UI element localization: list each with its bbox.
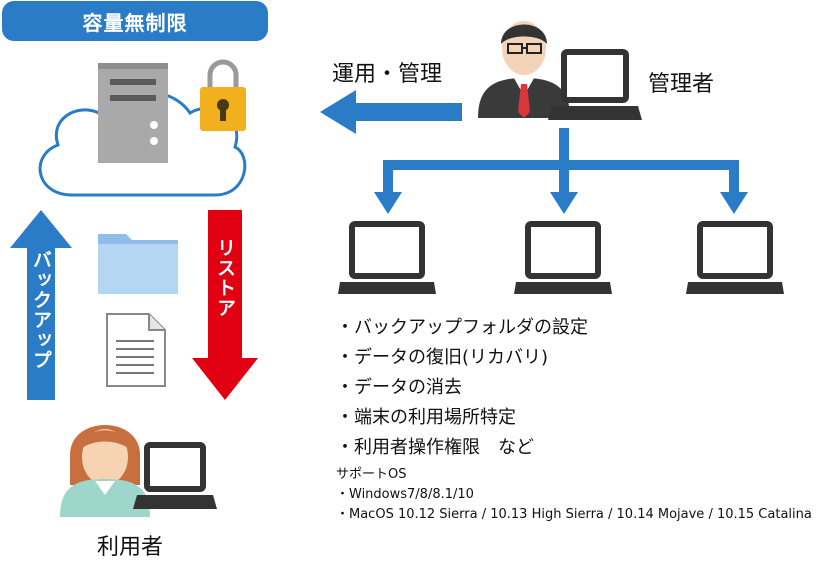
admin-laptop-icon [548, 49, 642, 120]
feature-item: ・端末の利用場所特定 [336, 407, 516, 428]
supported-os-heading: サポートOS [336, 467, 407, 482]
admin-action-label: 運用・管理 [332, 62, 443, 87]
user-label: 利用者 [97, 535, 164, 560]
os-item: ・MacOS 10.12 Sierra / 10.13 High Sierra … [336, 507, 812, 522]
admin-label: 管理者 [648, 72, 715, 97]
capacity-banner: 容量無制限 [2, 1, 268, 41]
manage-arrow [320, 90, 462, 134]
user-icon [60, 425, 217, 517]
laptop-icon [338, 221, 436, 294]
banner-title: 容量無制限 [82, 10, 188, 35]
distribution-arrows [374, 128, 748, 214]
supported-os: サポートOS ・Windows7/8/8.1/10 ・MacOS 10.12 S… [336, 465, 812, 525]
feature-item: ・データの復旧(リカバリ) [336, 347, 549, 368]
cloud-server-icon [38, 59, 247, 197]
laptop-icon [686, 221, 784, 294]
feature-list: ・バックアップフォルダの設定 ・データの復旧(リカバリ) ・データの消去 ・端末… [336, 313, 588, 463]
feature-item: ・利用者操作権限 など [336, 437, 534, 458]
backup-label: バックアップ [30, 250, 52, 370]
backup-arrow [10, 210, 72, 400]
restore-label: リストア [214, 238, 236, 318]
laptop-icon [514, 221, 612, 294]
os-item: ・Windows7/8/8.1/10 [336, 487, 474, 502]
feature-item: ・バックアップフォルダの設定 [336, 317, 588, 338]
admin-icon [478, 21, 642, 120]
restore-arrow [192, 210, 258, 400]
user-laptop-icon [133, 442, 217, 509]
folder-icon [98, 234, 178, 294]
lock-icon [200, 59, 246, 131]
feature-item: ・データの消去 [336, 377, 462, 398]
document-icon [106, 313, 166, 387]
